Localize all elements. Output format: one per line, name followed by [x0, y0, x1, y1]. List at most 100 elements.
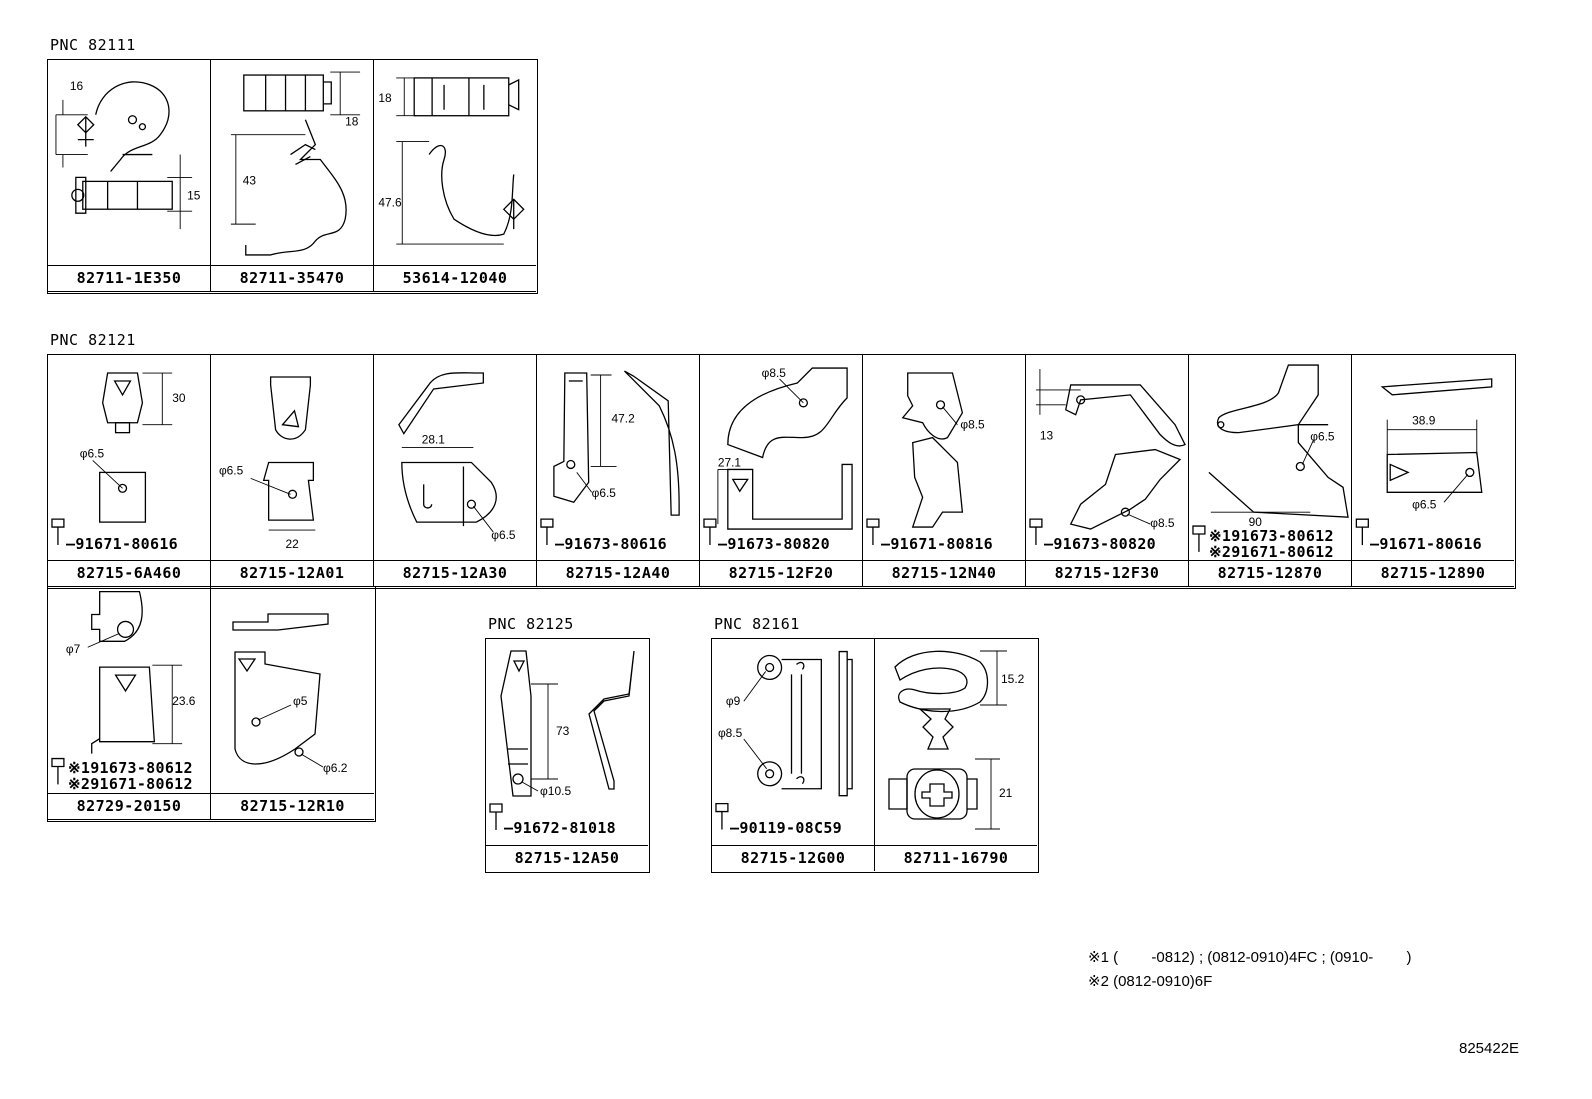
dim-text: φ6.2 — [323, 761, 348, 775]
part-number: 82715-6A460 — [48, 560, 210, 586]
part-drawing: 13 φ8.5 — [1026, 355, 1188, 560]
part-cell: φ5 φ6.2 82715-12R10 — [211, 587, 374, 820]
dim-text: φ8.5 — [1150, 516, 1175, 530]
dim-text: φ7 — [66, 642, 81, 656]
part-number: 82715-12A40 — [537, 560, 699, 586]
part-cell: 28.1 φ6.5 82715-12A30 — [374, 355, 537, 587]
dim-text: 22 — [286, 537, 300, 551]
part-drawing: 30 φ6.5 — [48, 355, 210, 560]
pnc-label-82161: PNC 82161 — [714, 615, 800, 633]
part-drawing: 47.2 φ6.5 — [537, 355, 699, 560]
bolt-part-number: —90119-08C59 — [730, 819, 842, 837]
part-drawing: φ5 φ6.2 — [211, 587, 374, 793]
dim-text: 73 — [556, 724, 570, 738]
pnc-82161-table: φ9 φ8.5 —90119-08C59 82715-12G00 15.2 — [711, 638, 1039, 873]
part-number: 82715-12F20 — [700, 560, 862, 586]
bolt-part-number: ※191673-80612 — [68, 759, 193, 777]
dim-text: φ8.5 — [960, 418, 985, 432]
bolt-part-number: ※191673-80612 — [1209, 527, 1334, 545]
dim-text: 18 — [378, 91, 392, 105]
part-number: 82715-12870 — [1189, 560, 1351, 586]
dim-text: 15.2 — [1001, 672, 1025, 686]
bolt-part-number: —91673-80616 — [555, 535, 667, 553]
dim-text: 43 — [243, 173, 257, 187]
dim-text: φ9 — [726, 694, 741, 708]
pnc-82125-table: 73 φ10.5 —91672-81018 82715-12A50 — [485, 638, 650, 873]
dim-text: φ6.5 — [491, 528, 516, 542]
part-cell: 18 47.6 53614-12040 — [374, 60, 536, 292]
part-drawing: 18 47.6 — [374, 60, 536, 265]
part-number: 82711-35470 — [211, 265, 373, 291]
part-drawing: φ8.5 27.1 — [700, 355, 862, 560]
dim-text: 30 — [172, 391, 186, 405]
dim-text: 18 — [345, 115, 359, 129]
dim-text: 21 — [999, 786, 1013, 800]
pnc-82111-table: 16 15 82711-1E350 — [47, 59, 538, 294]
dim-text: 13 — [1040, 429, 1054, 443]
part-number: 82715-12F30 — [1026, 560, 1188, 586]
part-number: 82729-20150 — [48, 793, 210, 819]
bolt-part-number: —91671-80616 — [66, 535, 178, 553]
dim-text: 90 — [1249, 515, 1263, 529]
dim-text: 16 — [70, 79, 84, 93]
part-cell: 73 φ10.5 —91672-81018 82715-12A50 — [486, 639, 648, 871]
dim-text: 28.1 — [422, 433, 446, 447]
part-cell: φ8.5 27.1 —91673-80820 82715-12F20 — [700, 355, 863, 587]
pnc-82121-table-row2: φ7 23.6 ※191673-80612 ※291671-80612 8272… — [47, 587, 376, 822]
dim-text: φ8.5 — [762, 366, 787, 380]
footnote-2: ※2 (0812-0910)6F — [1088, 973, 1213, 990]
part-cell: 38.9 φ6.5 —91671-80616 82715-12890 — [1352, 355, 1514, 587]
footnote-1: ※1 ( -0812) ; (0812-0910)4FC ; (0910- ) — [1088, 949, 1412, 966]
dim-text: φ6.5 — [592, 486, 617, 500]
dim-text: 38.9 — [1412, 414, 1436, 428]
bolt-part-number-alt: ※291671-80612 — [1209, 543, 1334, 561]
part-number: 82715-12R10 — [211, 793, 374, 819]
part-cell: 18 43 82711-35470 — [211, 60, 374, 292]
part-drawing: 38.9 φ6.5 — [1352, 355, 1514, 560]
part-drawing: 15.2 21 — [875, 639, 1037, 845]
part-cell: φ7 23.6 ※191673-80612 ※291671-80612 8272… — [48, 587, 211, 820]
part-drawing: φ8.5 — [863, 355, 1025, 560]
part-cell: 30 φ6.5 —91671-80616 82715-6A460 — [48, 355, 211, 587]
dim-text: 23.6 — [172, 694, 196, 708]
part-drawing: φ6.5 22 — [211, 355, 373, 560]
pnc-82121-table-row1: 30 φ6.5 —91671-80616 82715-6A460 φ6.5 22 — [47, 354, 1516, 589]
dim-text: φ10.5 — [540, 784, 571, 798]
part-number: 82715-12A01 — [211, 560, 373, 586]
dim-text: φ8.5 — [718, 726, 743, 740]
part-number: 82715-12N40 — [863, 560, 1025, 586]
dim-text: φ5 — [293, 694, 308, 708]
pnc-label-82111: PNC 82111 — [50, 36, 136, 54]
part-cell: 47.2 φ6.5 —91673-80616 82715-12A40 — [537, 355, 700, 587]
part-number: 82715-12A30 — [374, 560, 536, 586]
bolt-part-number: —91672-81018 — [504, 819, 616, 837]
bolt-part-number: —91671-80816 — [881, 535, 993, 553]
part-cell: 15.2 21 82711-16790 — [875, 639, 1037, 871]
bolt-part-number: —91673-80820 — [1044, 535, 1156, 553]
part-drawing: 18 43 — [211, 60, 373, 265]
illustration-ref-code: 825422E — [1459, 1040, 1520, 1057]
part-cell: 16 15 82711-1E350 — [48, 60, 211, 292]
part-drawing: 28.1 φ6.5 — [374, 355, 536, 560]
part-cell: φ8.5 —91671-80816 82715-12N40 — [863, 355, 1026, 587]
dim-text: 47.6 — [378, 195, 402, 209]
dim-text: φ6.5 — [219, 463, 244, 477]
part-drawing: φ9 φ8.5 — [712, 639, 874, 845]
pnc-label-82125: PNC 82125 — [488, 615, 574, 633]
part-cell: φ6.5 90 ※191673-80612 ※291671-80612 8271… — [1189, 355, 1352, 587]
part-cell: φ6.5 22 82715-12A01 — [211, 355, 374, 587]
part-number: 53614-12040 — [374, 265, 536, 291]
part-cell: φ9 φ8.5 —90119-08C59 82715-12G00 — [712, 639, 875, 871]
part-number: 82715-12A50 — [486, 845, 648, 871]
dim-text: φ6.5 — [1412, 497, 1437, 511]
dim-text: 27.1 — [718, 455, 742, 469]
dim-text: φ6.5 — [80, 447, 105, 461]
part-drawing: φ7 23.6 — [48, 587, 210, 793]
dim-text: 47.2 — [612, 412, 636, 426]
bolt-part-number-alt: ※291671-80612 — [68, 775, 193, 793]
part-cell: 13 φ8.5 —91673-80820 82715-12F30 — [1026, 355, 1189, 587]
bolt-part-number: —91671-80616 — [1370, 535, 1482, 553]
part-number: 82715-12G00 — [712, 845, 874, 871]
pnc-label-82121: PNC 82121 — [50, 331, 136, 349]
dim-text: 15 — [187, 188, 201, 202]
